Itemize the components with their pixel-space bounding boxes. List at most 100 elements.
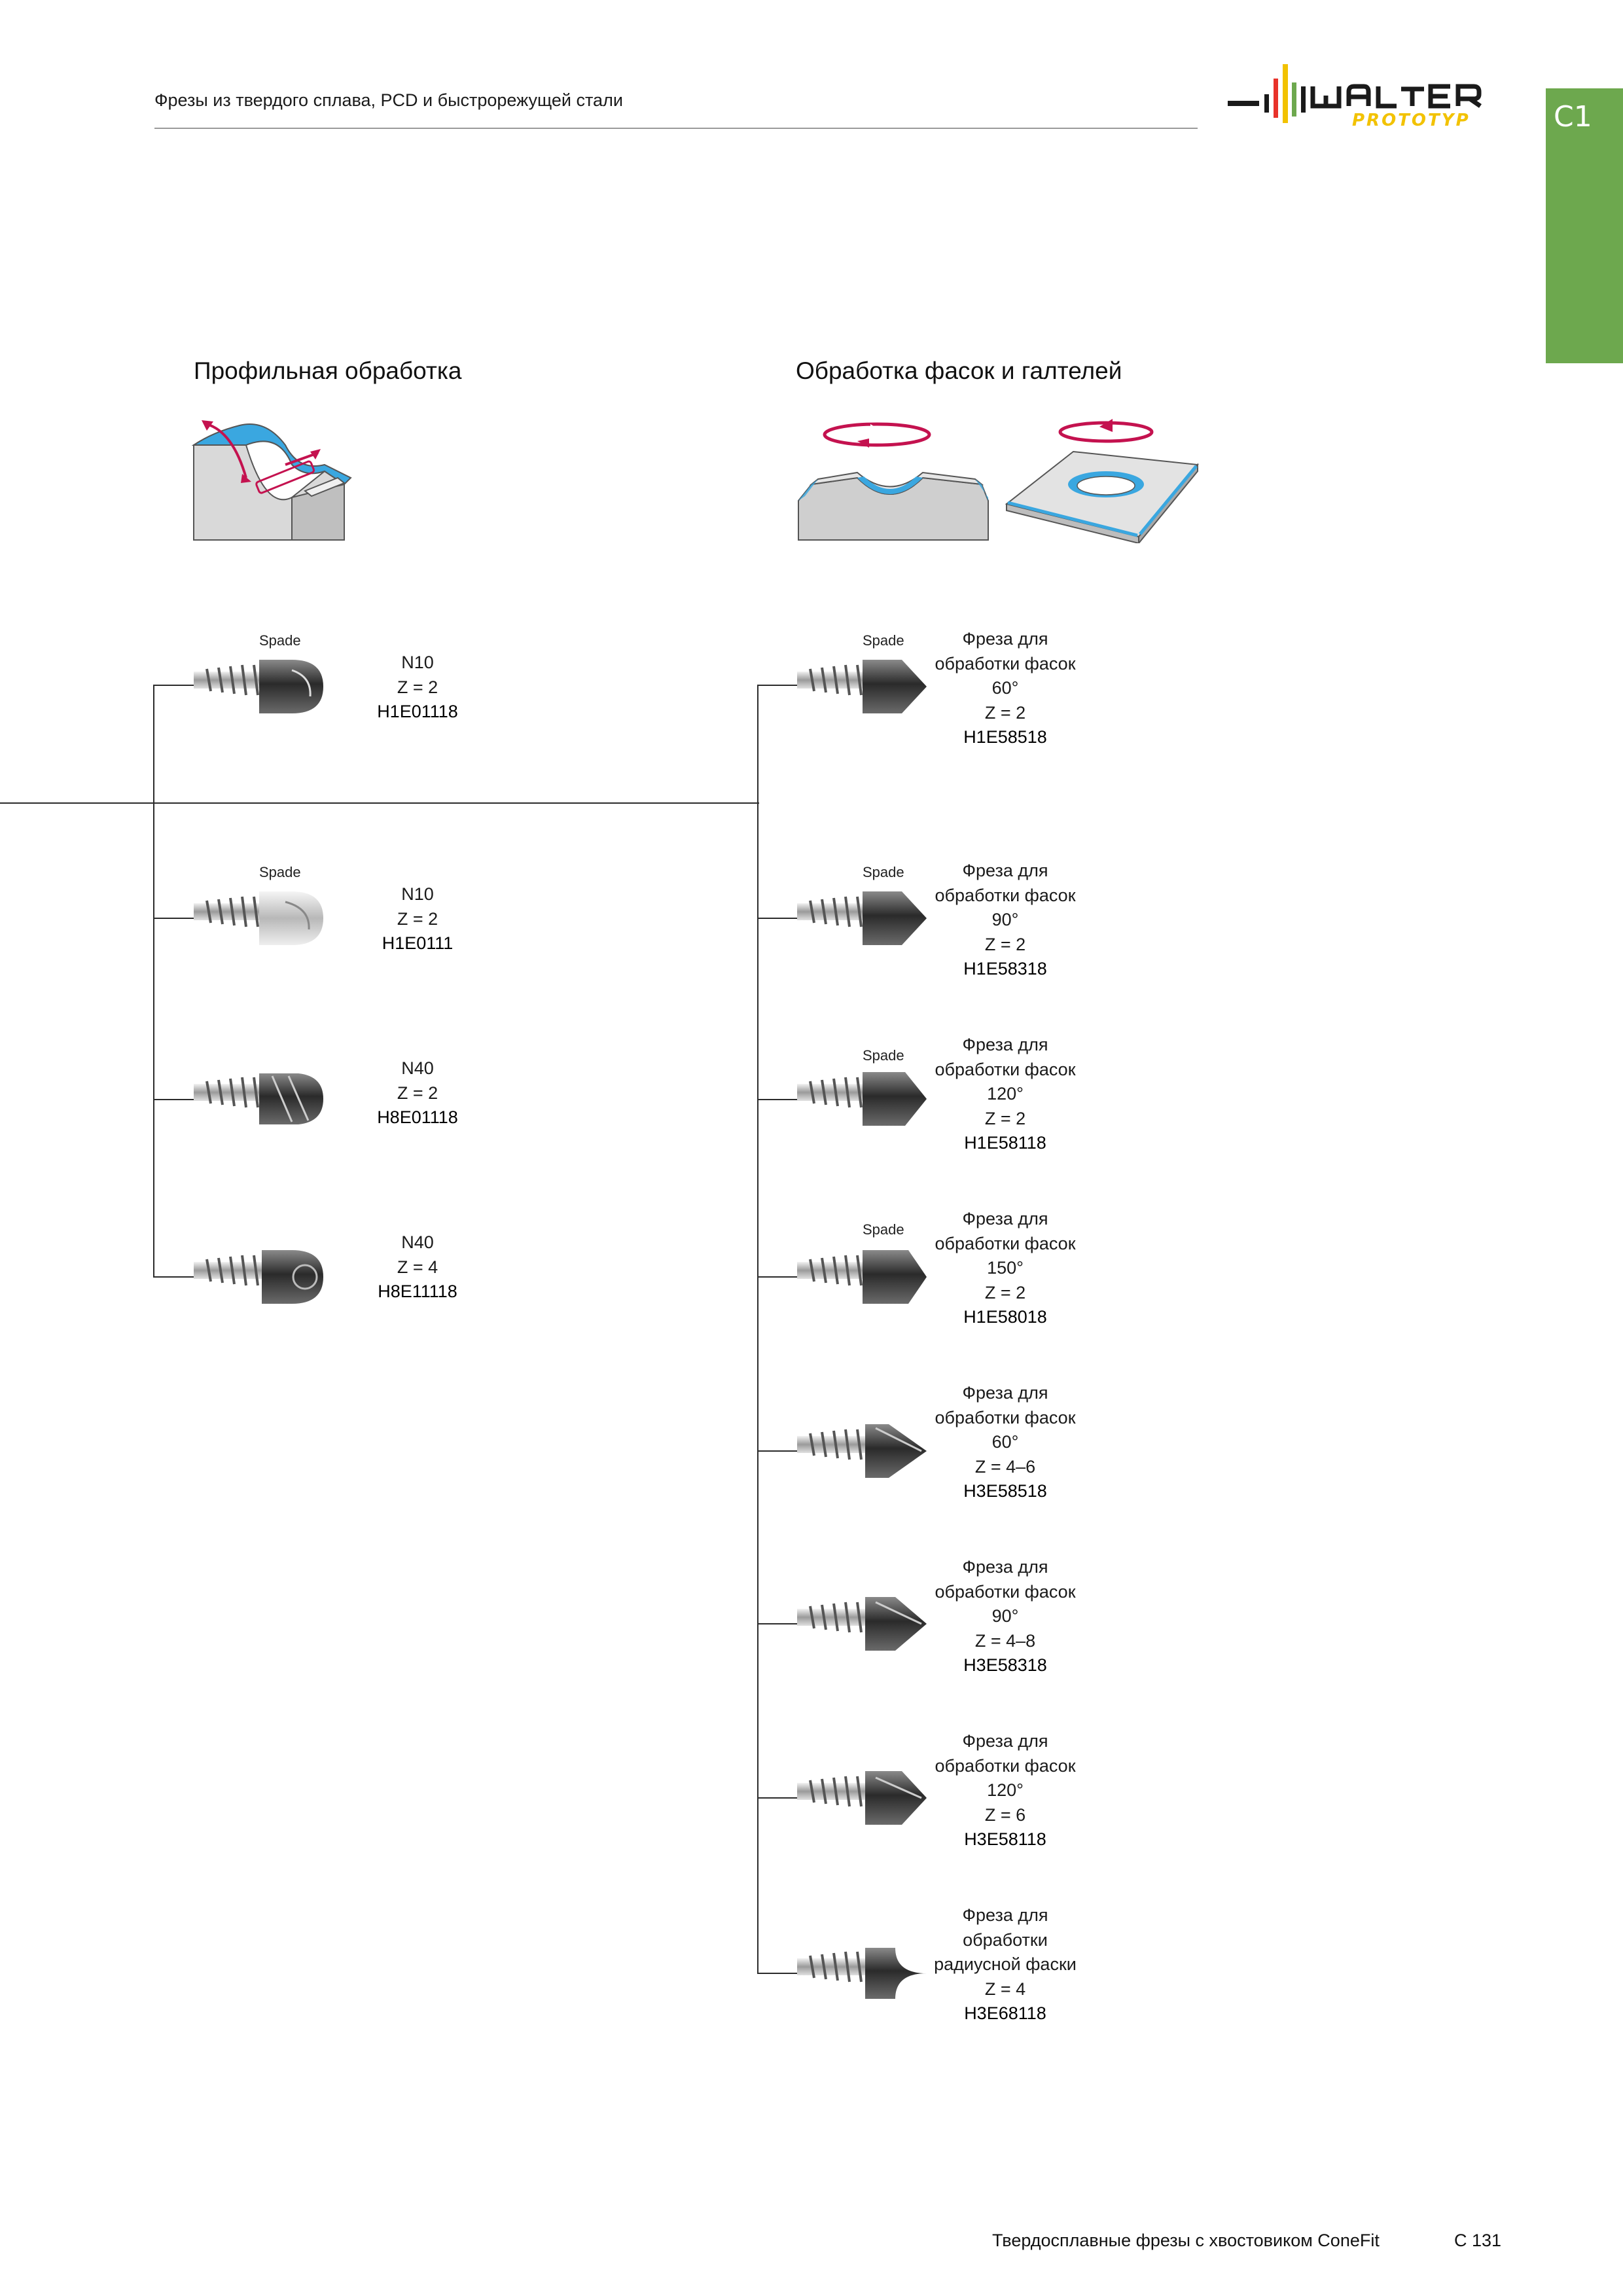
flutes: Z = 4 bbox=[397, 1257, 438, 1277]
chamfer-round-workpiece-illustration bbox=[792, 412, 1001, 543]
flutes: Z = 2 bbox=[984, 1282, 1026, 1302]
tool-label: Фреза для обработки фасок 150° Z = 2 H1E… bbox=[920, 1207, 1090, 1330]
tool-label: N40 Z = 4 H8E11118 bbox=[332, 1230, 503, 1304]
angle: 60° bbox=[991, 1432, 1019, 1452]
section-tab: C1 bbox=[1546, 88, 1623, 363]
spade-label: Spade bbox=[259, 632, 301, 649]
order-code: H1E0111 bbox=[382, 933, 454, 953]
footer-title: Твердосплавные фрезы с хвостовиком ConeF… bbox=[992, 2231, 1380, 2250]
right-connector bbox=[757, 1623, 799, 1624]
tool-label: N40 Z = 2 H8E01118 bbox=[332, 1056, 503, 1130]
angle: 90° bbox=[991, 1606, 1019, 1626]
chamfer-spade-tool bbox=[797, 891, 927, 945]
tool-label: Фреза для обработки фасок 90° Z = 2 H1E5… bbox=[920, 859, 1090, 982]
walter-prototyp-logo: PROTOTYP bbox=[1228, 60, 1503, 132]
desc-line: Фреза для bbox=[962, 1383, 1048, 1403]
flutes: Z = 2 bbox=[397, 908, 438, 929]
flutes: Z = 2 bbox=[984, 934, 1026, 954]
tool-label: Фреза для обработки фасок 60° Z = 4–6 H3… bbox=[920, 1381, 1090, 1504]
flutes: Z = 4–8 bbox=[974, 1630, 1036, 1651]
grade: N10 bbox=[401, 884, 434, 904]
desc-line: радиусной фаски bbox=[934, 1954, 1077, 1974]
order-code: H1E58318 bbox=[963, 959, 1047, 978]
angle: 60° bbox=[991, 678, 1019, 698]
angle: 90° bbox=[991, 910, 1019, 929]
tool-label: N10 Z = 2 H1E0111 bbox=[332, 882, 503, 956]
spade-label: Spade bbox=[863, 1221, 904, 1238]
desc-line: обработки фасок bbox=[935, 653, 1076, 673]
running-header-title: Фрезы из твердого сплава, PCD и быстроре… bbox=[154, 90, 623, 110]
ball-nose-spade-tool bbox=[194, 660, 323, 713]
tool-label: Фреза для обработки фасок 120° Z = 6 H3E… bbox=[920, 1729, 1090, 1852]
tool-label: Фреза для обработки фасок 90° Z = 4–8 H3… bbox=[920, 1555, 1090, 1678]
right-connector bbox=[757, 685, 799, 686]
desc-line: обработки фасок bbox=[935, 1581, 1076, 1602]
chamfer-multi-flute-tool bbox=[797, 1597, 927, 1651]
chamfer-multi-flute-tool bbox=[797, 1771, 927, 1825]
grade: N40 bbox=[401, 1058, 434, 1078]
right-connector bbox=[757, 1797, 799, 1799]
spade-label: Spade bbox=[863, 864, 904, 880]
flutes: Z = 2 bbox=[984, 1108, 1026, 1128]
right-connector bbox=[757, 1099, 799, 1100]
ball-nose-solid-tool bbox=[194, 1073, 323, 1124]
right-connector bbox=[757, 1276, 799, 1278]
order-code: H1E58518 bbox=[963, 727, 1047, 747]
desc-line: Фреза для bbox=[962, 1209, 1048, 1229]
order-code: H8E11118 bbox=[378, 1282, 457, 1301]
order-code: H1E58018 bbox=[963, 1307, 1047, 1327]
desc-line: Фреза для bbox=[962, 861, 1048, 880]
right-connector bbox=[757, 918, 799, 919]
desc-line: обработки bbox=[963, 1929, 1048, 1950]
chamfer-spade-tool bbox=[797, 660, 927, 713]
left-connector bbox=[153, 1099, 195, 1100]
radius-chamfer-tool bbox=[797, 1948, 927, 1999]
chamfer-spade-tool bbox=[797, 1072, 927, 1126]
left-connector bbox=[153, 1276, 195, 1278]
order-code: H3E68118 bbox=[964, 2003, 1046, 2023]
order-code: H3E58318 bbox=[963, 1655, 1047, 1675]
desc-line: обработки фасок bbox=[935, 1233, 1076, 1253]
chamfer-multi-flute-tool bbox=[797, 1424, 927, 1478]
tool-label: Фреза для обработки фасок 120° Z = 2 H1E… bbox=[920, 1033, 1090, 1156]
flutes: Z = 4 bbox=[984, 1979, 1026, 1999]
angle: 120° bbox=[987, 1084, 1024, 1103]
ball-nose-4-flute-tool bbox=[194, 1250, 323, 1304]
desc-line: обработки фасок bbox=[935, 1059, 1076, 1079]
spade-label: Spade bbox=[863, 632, 904, 649]
order-code: H8E01118 bbox=[377, 1107, 458, 1127]
desc-line: обработки фасок bbox=[935, 1407, 1076, 1427]
angle: 120° bbox=[987, 1780, 1024, 1800]
flutes: Z = 2 bbox=[397, 1083, 438, 1103]
header-rule bbox=[154, 128, 1198, 129]
spade-label: Spade bbox=[863, 1047, 904, 1064]
angle: 150° bbox=[987, 1258, 1024, 1278]
tool-label: Фреза для обработки радиусной фаски Z = … bbox=[920, 1903, 1090, 2026]
right-connector bbox=[757, 1973, 799, 1974]
flutes: Z = 4–6 bbox=[974, 1456, 1036, 1477]
order-code: H3E58518 bbox=[963, 1481, 1047, 1501]
grade: N10 bbox=[401, 653, 434, 672]
section-title-chamfer: Обработка фасок и галтелей bbox=[796, 357, 1122, 384]
spade-label: Spade bbox=[259, 864, 301, 880]
desc-line: Фреза для bbox=[962, 1557, 1048, 1577]
desc-line: Фреза для bbox=[962, 1035, 1048, 1054]
profile-machining-illustration bbox=[187, 406, 370, 543]
page-number: C 131 bbox=[1454, 2231, 1502, 2250]
logo-subtitle: PROTOTYP bbox=[1352, 111, 1471, 130]
section-title-profile: Профильная обработка bbox=[194, 357, 462, 384]
section-tab-label: C1 bbox=[1554, 100, 1592, 134]
desc-line: Фреза для bbox=[962, 629, 1048, 649]
order-code: H1E58118 bbox=[964, 1133, 1046, 1153]
desc-line: обработки фасок bbox=[935, 1755, 1076, 1776]
chamfer-hole-workpiece-illustration bbox=[1001, 412, 1211, 545]
order-code: H3E58118 bbox=[964, 1829, 1046, 1849]
left-connector bbox=[153, 918, 195, 919]
right-connector bbox=[757, 1450, 799, 1452]
main-branch-line bbox=[0, 802, 759, 804]
order-code: H1E01118 bbox=[377, 702, 458, 721]
chamfer-spade-tool bbox=[797, 1250, 927, 1304]
left-vertical-branch bbox=[153, 685, 154, 1278]
grade: N40 bbox=[401, 1232, 434, 1252]
left-connector bbox=[153, 685, 195, 686]
